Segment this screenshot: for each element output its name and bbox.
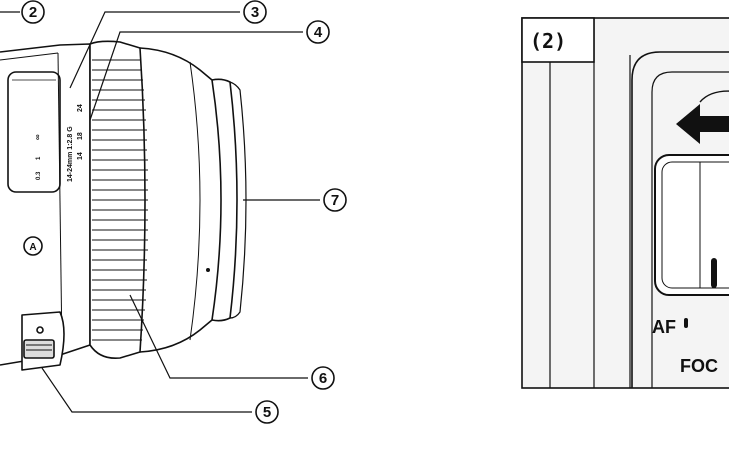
lens-illustration	[0, 40, 247, 371]
switch-slider-pin	[711, 258, 717, 288]
callout-6-circle	[311, 366, 335, 390]
callout-7-circle	[323, 188, 347, 212]
lens-distance-2: 1	[36, 156, 42, 160]
lens-barrel-inner-edge	[0, 52, 59, 61]
lens-mode-mark: A	[29, 242, 36, 253]
callout-2-number: 2	[29, 4, 37, 21]
focus-mode-switch	[23, 339, 55, 359]
af-marker	[684, 318, 688, 328]
focus-ring-ridges	[92, 59, 148, 341]
switch-slider-well	[654, 154, 729, 296]
leader-4	[89, 31, 303, 121]
inset-label: (2)	[530, 29, 566, 53]
inset-af-text: AF	[652, 317, 676, 337]
direction-arrow-icon	[676, 104, 729, 144]
lens-mount	[211, 78, 238, 322]
switch-housing	[631, 51, 729, 388]
lens-distance-3: ∞	[33, 134, 42, 140]
lens-scale-3: 14	[77, 152, 84, 160]
rear-housing	[139, 47, 222, 353]
lens-spec-text: 14-24mm 1:2.8 G	[67, 126, 74, 182]
callout-7-number: 7	[331, 192, 339, 209]
lens-scale-2: 18	[77, 132, 84, 140]
leader-5	[41, 367, 252, 413]
callout-5-number: 5	[263, 404, 271, 421]
inset-label-box	[521, 17, 595, 63]
lens-scale-1: 24	[77, 104, 84, 112]
callout-5-circle	[255, 400, 279, 424]
callout-3-number: 3	[251, 4, 259, 21]
distance-window	[7, 71, 61, 193]
callout-6-number: 6	[319, 370, 327, 387]
leader-3	[69, 11, 240, 89]
lens-distance-1: 0.3	[36, 171, 42, 180]
inset-panel	[521, 17, 729, 389]
leader-6	[129, 294, 308, 379]
mode-mark-circle	[23, 236, 43, 256]
callout-4-number: 4	[314, 24, 323, 41]
callout-3-circle	[243, 0, 267, 24]
inset-focus-text: FOC	[680, 356, 718, 376]
callout-4-circle	[306, 20, 330, 44]
callouts	[21, 0, 347, 424]
callout-leaders	[0, 11, 320, 413]
callout-2-circle	[21, 0, 45, 24]
